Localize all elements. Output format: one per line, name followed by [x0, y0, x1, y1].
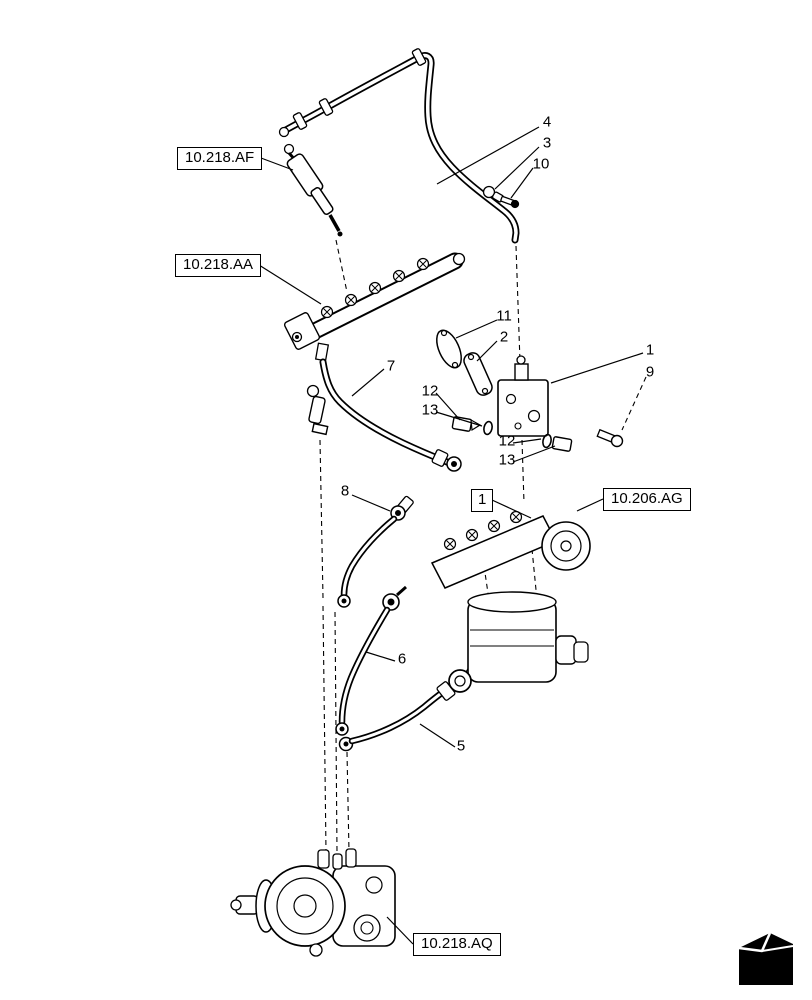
- callout-12-right[interactable]: 12: [498, 432, 516, 450]
- callout-13-left[interactable]: 13: [421, 401, 439, 419]
- callout-12-left[interactable]: 12: [421, 382, 439, 400]
- valve-block-1: [497, 355, 549, 437]
- callout-7[interactable]: 7: [386, 357, 396, 375]
- ref-box-10-206-AG[interactable]: 10.206.AG: [603, 488, 691, 511]
- callout-6[interactable]: 6: [397, 650, 407, 668]
- fuel-line-6: [335, 585, 407, 736]
- fuel-injector: [283, 143, 343, 237]
- fitting-12-13-right: [542, 433, 573, 452]
- callout-4[interactable]: 4: [542, 113, 552, 131]
- callout-1[interactable]: 1: [645, 341, 655, 359]
- fuel-line-7: [319, 358, 462, 472]
- ref-box-10-218-AA[interactable]: 10.218.AA: [175, 254, 262, 277]
- callout-9[interactable]: 9: [645, 363, 655, 381]
- ref-box-10-218-AF[interactable]: 10.218.AF: [177, 147, 263, 170]
- callout-11[interactable]: 11: [496, 307, 512, 325]
- fuel-line-5: [338, 669, 472, 752]
- fuel-line-8: [337, 495, 414, 608]
- pressure-sensor: [306, 384, 329, 436]
- callout-5[interactable]: 5: [456, 737, 466, 755]
- folded-page-marker-icon: [738, 932, 794, 985]
- fuel-filter-assembly: [430, 510, 591, 683]
- plate-2: [463, 352, 493, 396]
- injection-pump: [230, 848, 396, 957]
- fitting-12-13-left: [451, 416, 493, 436]
- fuel-line-4: [278, 48, 520, 244]
- ref-box-10-218-AQ[interactable]: 10.218.AQ: [413, 933, 501, 956]
- callout-8[interactable]: 8: [340, 482, 350, 500]
- callout-10[interactable]: 10: [532, 155, 550, 173]
- clamp-3-and-screw-10: [482, 185, 520, 209]
- bolt-9: [596, 428, 624, 448]
- detail-view-box-1[interactable]: 1: [471, 489, 494, 512]
- fuel-rail: [283, 252, 466, 362]
- callout-3[interactable]: 3: [542, 134, 552, 152]
- gasket-11: [436, 329, 462, 369]
- callout-13-right[interactable]: 13: [498, 451, 516, 469]
- callout-2[interactable]: 2: [499, 328, 509, 346]
- callout-leader-lines: [258, 126, 644, 945]
